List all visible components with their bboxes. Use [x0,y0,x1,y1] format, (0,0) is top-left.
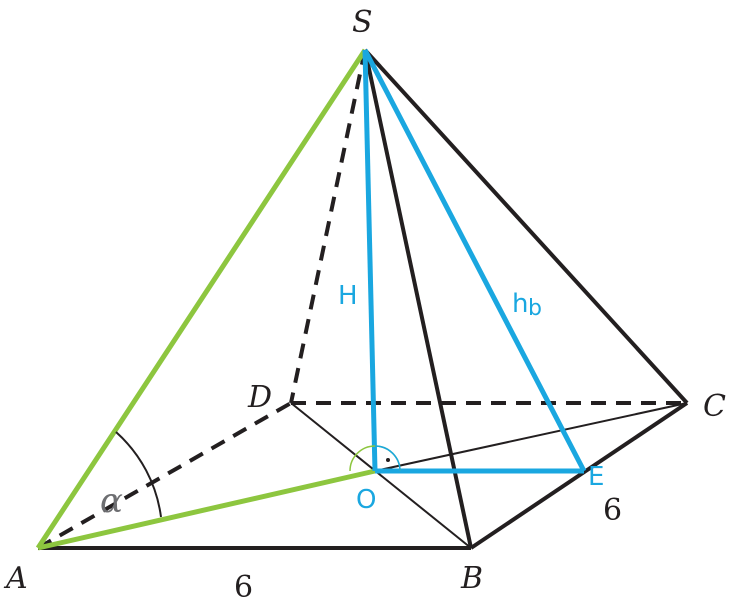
edge-SD-dashed [289,49,367,404]
height-label-H: H [338,281,358,311]
angle-alpha-arc [115,431,162,518]
angle-label-alpha: α [100,481,123,521]
side-length-AB: 6 [234,570,253,600]
diagonal-OC [374,402,688,472]
point-label-O: O [356,485,376,515]
right-angle-dot [386,458,390,462]
apothem-label-h: h [512,289,528,319]
edge-SB [363,49,473,549]
point-label-E: E [588,462,604,492]
segment-AO-green [37,468,376,551]
vertex-label-C: C [703,389,726,424]
vertex-label-A: A [3,561,28,596]
apothem-label-subscript: b [528,296,542,321]
apothem-SE-blue [362,48,587,473]
edge-AD-dashed [37,401,292,550]
edge-BC [469,401,689,550]
vertex-label-D: D [247,380,272,415]
height-SO-blue [362,49,378,472]
side-length-BC: 6 [603,493,622,528]
right-angle-arc-blue [374,445,401,472]
edge-SA-green [35,48,368,550]
vertex-label-S: S [352,5,373,40]
vertex-label-B: B [460,561,483,596]
diagonal-DB [290,402,472,549]
edge-SC [363,48,689,405]
